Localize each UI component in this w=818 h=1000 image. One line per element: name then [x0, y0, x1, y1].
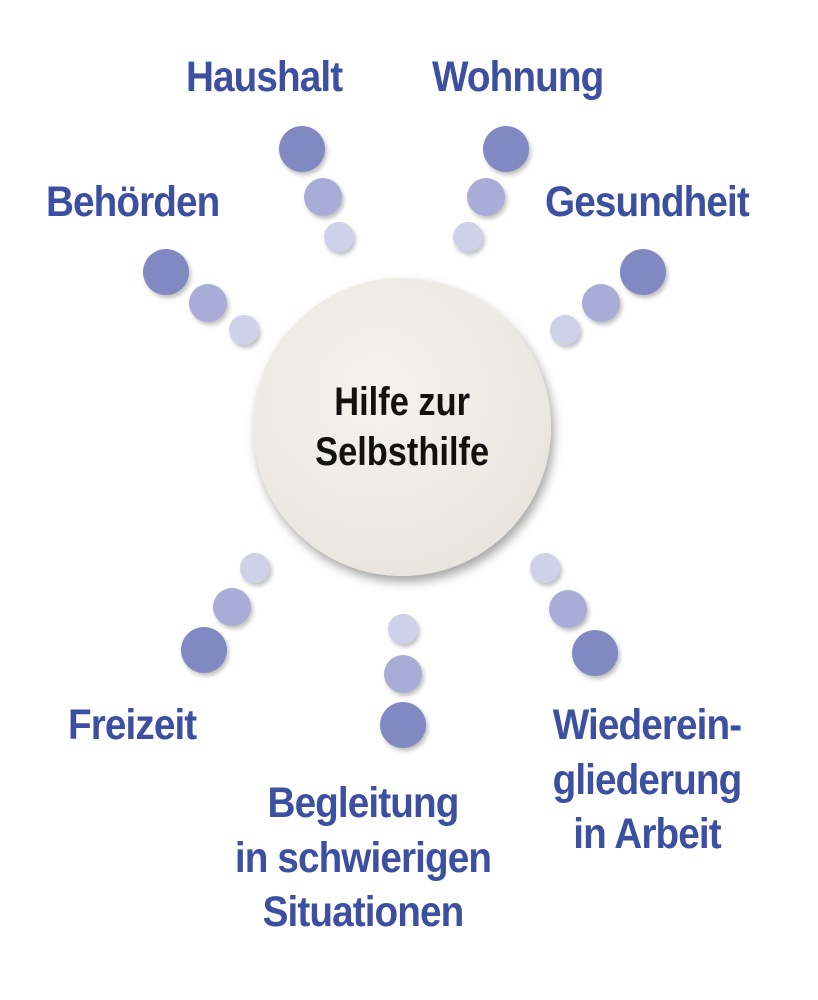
- label-wohnung: Wohnung: [432, 53, 604, 101]
- dot-wiedereingliederung-1: [530, 553, 560, 583]
- label-wiedereingliederung: Wiederein- gliederung in Arbeit: [539, 698, 755, 862]
- dot-behoerden-2: [189, 284, 227, 322]
- label-freizeit: Freizeit: [68, 701, 197, 749]
- label-wiedereingliederung-line-1: Wiederein-: [552, 701, 742, 749]
- center-circle: Hilfe zur Selbsthilfe: [253, 278, 551, 576]
- label-haushalt: Haushalt: [186, 53, 343, 101]
- dot-gesundheit-1: [620, 249, 666, 295]
- dot-begleitung-2: [384, 655, 422, 693]
- center-label: Hilfe zur Selbsthilfe: [315, 377, 489, 477]
- dot-haushalt-1: [279, 126, 325, 172]
- center-label-line-1: Hilfe zur: [334, 380, 470, 424]
- dot-wohnung-3: [453, 222, 483, 252]
- label-wiedereingliederung-line-3: in Arbeit: [573, 810, 721, 859]
- dot-wiedereingliederung-2: [549, 590, 587, 628]
- dot-wohnung-1: [483, 126, 529, 172]
- dot-gesundheit-2: [582, 284, 620, 322]
- label-begleitung-line-3: Situationen: [262, 888, 465, 937]
- dot-begleitung-3: [380, 702, 426, 748]
- label-begleitung: Begleitung in schwierigen Situationen: [228, 776, 498, 940]
- dot-gesundheit-3: [550, 315, 580, 345]
- dot-begleitung-1: [388, 614, 418, 644]
- dot-freizeit-1: [240, 553, 270, 583]
- label-begleitung-line-2: in schwierigen: [234, 833, 492, 882]
- dot-behoerden-3: [229, 315, 259, 345]
- dot-wiedereingliederung-3: [572, 630, 618, 676]
- dot-wohnung-2: [467, 178, 505, 216]
- dot-freizeit-3: [181, 627, 227, 673]
- dot-haushalt-3: [324, 222, 354, 252]
- dot-haushalt-2: [304, 178, 342, 216]
- dot-behoerden-1: [143, 249, 189, 295]
- label-gesundheit: Gesundheit: [545, 178, 750, 226]
- center-label-line-2: Selbsthilfe: [315, 430, 489, 474]
- label-wiedereingliederung-line-2: gliederung: [552, 755, 743, 804]
- label-begleitung-line-1: Begleitung: [267, 779, 460, 827]
- dot-freizeit-2: [213, 588, 251, 626]
- label-behoerden: Behörden: [46, 178, 220, 226]
